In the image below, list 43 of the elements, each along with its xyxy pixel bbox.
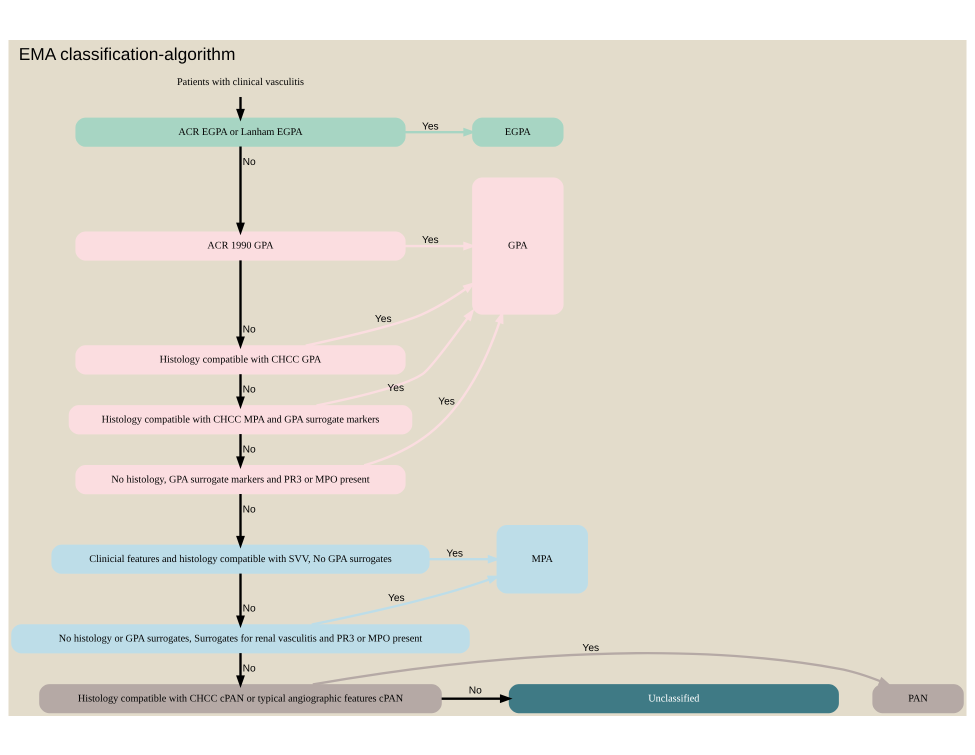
edge-label: Yes <box>422 120 439 132</box>
node-box: MPA <box>496 524 588 593</box>
node-text: Patients with clinical vasculitis <box>176 76 304 88</box>
arrow <box>236 260 245 349</box>
node-box: Histology compatible with CHCC GPA <box>75 344 406 374</box>
edge-label: No <box>242 384 256 395</box>
arrow <box>236 573 245 628</box>
node-box: PAN <box>872 684 964 713</box>
arrow <box>236 96 245 121</box>
node-box: Histology compatible with CHCC MPA and GPA surrogate markers <box>68 404 412 434</box>
edge-label: No <box>242 603 256 614</box>
arrow <box>236 652 245 688</box>
edge-label: Yes <box>438 396 455 407</box>
node-box: Unclassified <box>508 684 839 713</box>
edge-label: No <box>468 684 482 696</box>
edge-label: Yes <box>388 592 405 604</box>
node-box: No histology, GPA surrogate markers and PR3 or MPO present <box>75 464 406 494</box>
edge-label: Yes <box>374 313 392 324</box>
node-box: Histology compatible with CHCC cPAN or typical angiographic features cPAN <box>39 684 442 713</box>
node-box: GPA <box>472 176 564 314</box>
arrow <box>442 694 513 703</box>
edge-label: Yes <box>446 548 464 559</box>
edge-label: No <box>242 324 256 336</box>
edge-label: No <box>242 444 256 455</box>
arrow <box>236 374 245 409</box>
arrow <box>236 146 245 235</box>
edge-label: No <box>242 156 256 168</box>
diagram-title: EMA classification-algorithm <box>18 44 236 64</box>
arrow <box>236 434 245 468</box>
edge-label: Yes <box>422 234 439 246</box>
edge-label: Yes <box>582 642 600 654</box>
node-box: Clinicial features and histology compatible with SVV, No GPA surrogates <box>51 544 430 574</box>
arrow <box>236 494 245 548</box>
node-box: No histology or GPA surrogates, Surrogates for renal vasculitis and PR3 or MPO present <box>11 624 470 653</box>
edge-label: Yes <box>387 382 404 394</box>
edge-label: No <box>242 662 256 674</box>
node-box: ACR EGPA or Lanham EGPA <box>75 117 406 146</box>
edge-label: No <box>242 504 256 515</box>
node-box: ACR 1990 GPA <box>75 230 406 260</box>
arrow <box>312 652 892 686</box>
arrow <box>306 282 476 346</box>
arrow <box>316 308 474 406</box>
node-box: EGPA <box>472 117 564 146</box>
